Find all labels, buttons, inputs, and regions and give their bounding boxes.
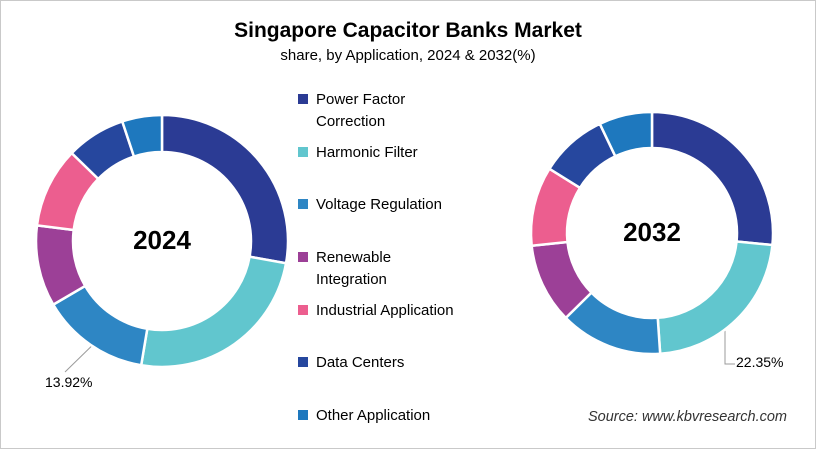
data-label-voltage-regulation-2024: 13.92% — [45, 374, 93, 390]
legend-item-renewable-integration: Renewable Integration — [298, 247, 486, 300]
legend-label: Renewable Integration — [316, 249, 392, 289]
legend-item-harmonic-filter: Harmonic Filter — [298, 142, 486, 195]
donut-center-label-2024: 2024 — [133, 225, 191, 255]
donut-chart-2024 — [34, 113, 290, 373]
legend-swatch-icon — [298, 410, 308, 421]
legend-swatch-icon — [298, 304, 308, 315]
legend-label: Power Factor Correction — [316, 91, 406, 130]
legend-label: Industrial Application — [316, 301, 454, 319]
legend-item-industrial-application: Industrial Application — [298, 300, 486, 353]
data-label-harmonic-filter-2032: 22.35% — [736, 354, 784, 370]
donut-slice-other-application — [598, 110, 654, 158]
legend-swatch-icon — [298, 199, 308, 210]
legend-item-data-centers: Data Centers — [298, 352, 486, 405]
legend-label: Other Application — [316, 407, 431, 425]
donut-slice-other-application — [121, 113, 164, 158]
legend-label: Voltage Regulation — [316, 196, 442, 214]
legend-item-power-factor-correction: Power Factor Correction — [298, 89, 486, 142]
donut-chart-2032 — [529, 110, 775, 365]
legend-item-voltage-regulation: Voltage Regulation — [298, 194, 486, 247]
legend-swatch-icon — [298, 252, 308, 263]
chart-subtitle: share, by Application, 2024 & 2032(%) — [280, 47, 536, 64]
legend-swatch-icon — [298, 357, 308, 368]
donut-slice-harmonic-filter — [139, 255, 288, 369]
donut-slice-voltage-regulation — [52, 284, 149, 367]
legend-item-other-application: Other Application — [298, 405, 486, 448]
donut-slice-harmonic-filter — [656, 240, 774, 355]
donut-center-label-2032: 2032 — [623, 217, 681, 247]
source-credit: Source: www.kbvresearch.com — [587, 409, 787, 425]
chart-title: Singapore Capacitor Banks Market — [234, 19, 582, 42]
legend: Power Factor Correction Harmonic Filter … — [298, 89, 486, 448]
legend-label: Data Centers — [316, 354, 405, 372]
legend-swatch-icon — [298, 146, 308, 157]
legend-label: Harmonic Filter — [316, 143, 418, 161]
legend-swatch-icon — [298, 94, 308, 104]
callout-leader-line-2032 — [724, 323, 735, 365]
